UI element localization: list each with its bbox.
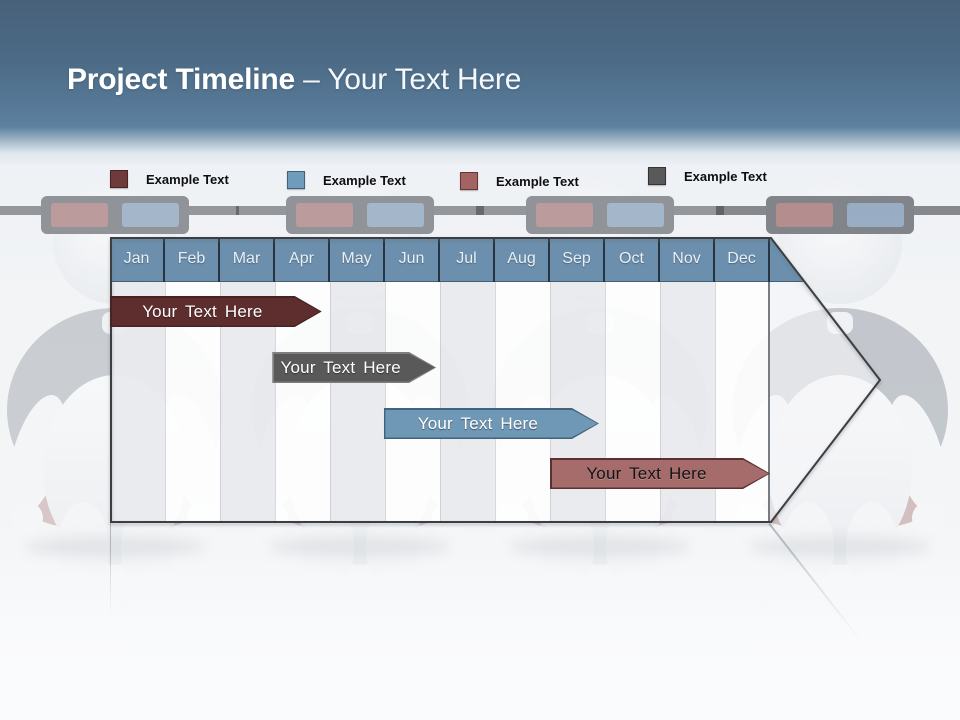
legend-item: Example Text <box>648 167 767 185</box>
timeline-bar-label: Your Text Here <box>142 301 263 321</box>
legend-label: Example Text <box>323 172 406 188</box>
timeline-bar: Your Text Here <box>384 408 599 439</box>
legend-item: Example Text <box>460 172 579 190</box>
slide-title: Project Timeline – Your Text Here <box>67 58 521 102</box>
floor-fade <box>0 552 960 720</box>
timeline-bar-label: Your Text Here <box>280 357 401 377</box>
legend-item: Example Text <box>110 170 229 188</box>
title-suffix: – Your Text Here <box>303 63 522 96</box>
title-main: Project Timeline <box>67 63 295 96</box>
timeline-bar: Your Text Here <box>550 458 770 489</box>
timeline-bar-label: Your Text Here <box>586 463 707 483</box>
legend-swatch-gray <box>648 167 666 185</box>
legend-swatch-rose <box>460 172 478 190</box>
timeline-bar-label: Your Text Here <box>417 413 539 433</box>
legend-label: Example Text <box>684 168 767 184</box>
legend-swatch-blue <box>287 171 305 189</box>
timeline-bar: Your Text Here <box>110 296 322 327</box>
legend-swatch-maroon <box>110 170 128 188</box>
legend-item: Example Text <box>287 171 406 189</box>
legend-label: Example Text <box>146 171 229 187</box>
legend-label: Example Text <box>496 173 579 189</box>
timeline-bar: Your Text Here <box>272 352 436 383</box>
